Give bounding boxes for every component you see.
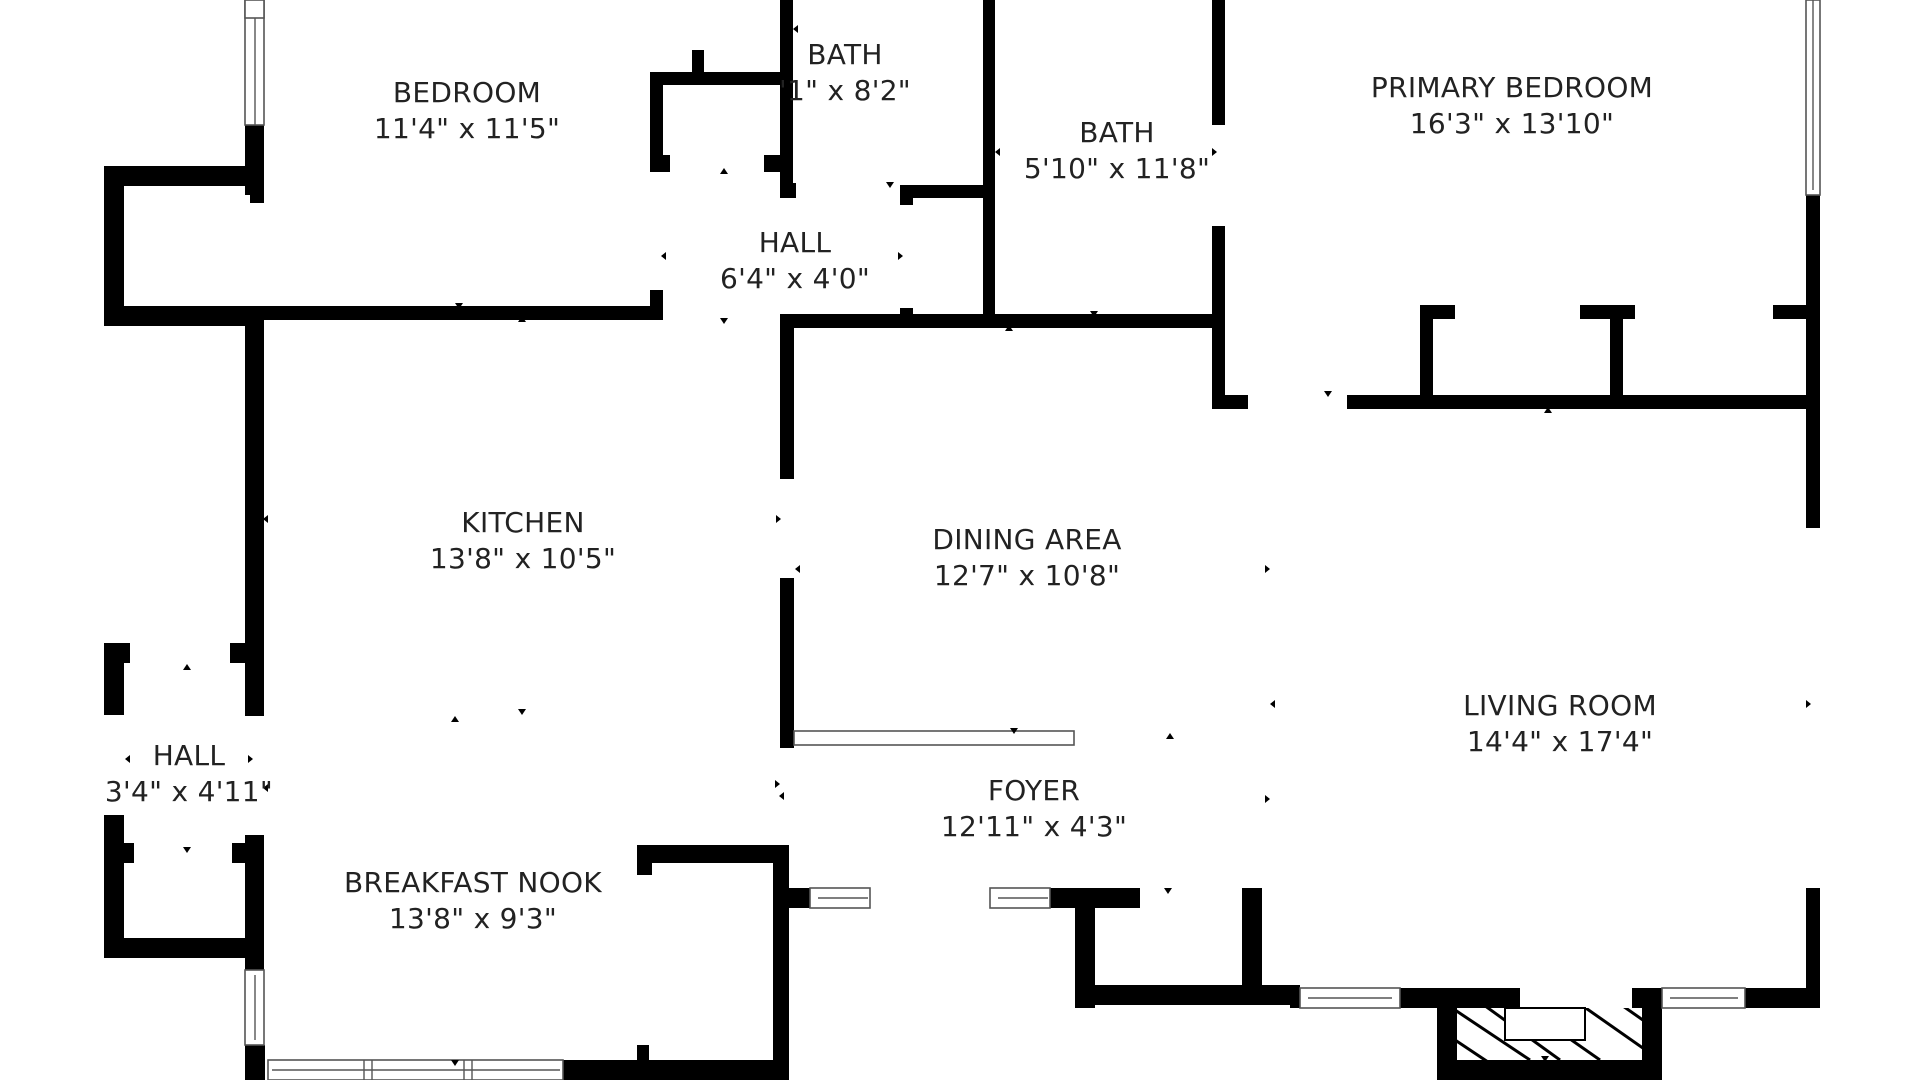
room-label-primary-bedroom: PRIMARY BEDROOM 16'3" x 13'10": [1371, 70, 1653, 142]
room-name: PRIMARY BEDROOM: [1370, 71, 1654, 104]
room-label-foyer: FOYER 12'11" x 4'3": [941, 773, 1127, 845]
room-name: BEDROOM: [392, 76, 542, 109]
room-name: BATH: [807, 38, 883, 71]
room-name: LIVING ROOM: [1463, 689, 1657, 722]
room-dimensions: 14'4" x 17'4": [1466, 725, 1654, 758]
room-label-kitchen: KITCHEN 13'8" x 10'5": [430, 505, 616, 577]
windows: [244, 0, 1821, 1080]
room-label-bath-2: BATH 5'10" x 11'8": [1024, 115, 1210, 187]
room-label-dining-area: DINING AREA 12'7" x 10'8": [932, 522, 1121, 594]
room-dimensions: 12'7" x 10'8": [933, 559, 1121, 592]
room-name: DINING AREA: [932, 523, 1122, 556]
room-dimensions: '1" x 8'2": [779, 74, 911, 107]
room-dimensions: 5'10" x 11'8": [1023, 152, 1211, 185]
room-name: BREAKFAST NOOK: [344, 866, 602, 899]
room-name: FOYER: [987, 774, 1081, 807]
room-dimensions: 12'11" x 4'3": [940, 810, 1128, 843]
room-label-bath-1: BATH '1" x 8'2": [779, 37, 911, 109]
room-label-hall-lower: HALL 3'4" x 4'11": [105, 738, 273, 810]
room-name: HALL: [758, 226, 832, 259]
door-markers: [125, 25, 1811, 1066]
room-dimensions: 13'8" x 10'5": [429, 542, 617, 575]
walls: [104, 0, 1820, 1080]
room-dimensions: 11'4" x 11'5": [373, 112, 561, 145]
room-label-hall-upper: HALL 6'4" x 4'0": [720, 225, 870, 297]
room-dimensions: 3'4" x 4'11": [104, 775, 274, 808]
room-label-living-room: LIVING ROOM 14'4" x 17'4": [1463, 688, 1657, 760]
room-name: HALL: [152, 739, 226, 772]
room-dimensions: 13'8" x 9'3": [388, 902, 558, 935]
fireplace-icon: [1457, 1007, 1642, 1060]
room-dimensions: 16'3" x 13'10": [1409, 107, 1615, 140]
room-name: BATH: [1079, 116, 1155, 149]
room-name: KITCHEN: [461, 506, 585, 539]
room-label-breakfast-nook: BREAKFAST NOOK 13'8" x 9'3": [344, 865, 602, 937]
room-label-bedroom: BEDROOM 11'4" x 11'5": [374, 75, 560, 147]
room-dimensions: 6'4" x 4'0": [719, 262, 871, 295]
